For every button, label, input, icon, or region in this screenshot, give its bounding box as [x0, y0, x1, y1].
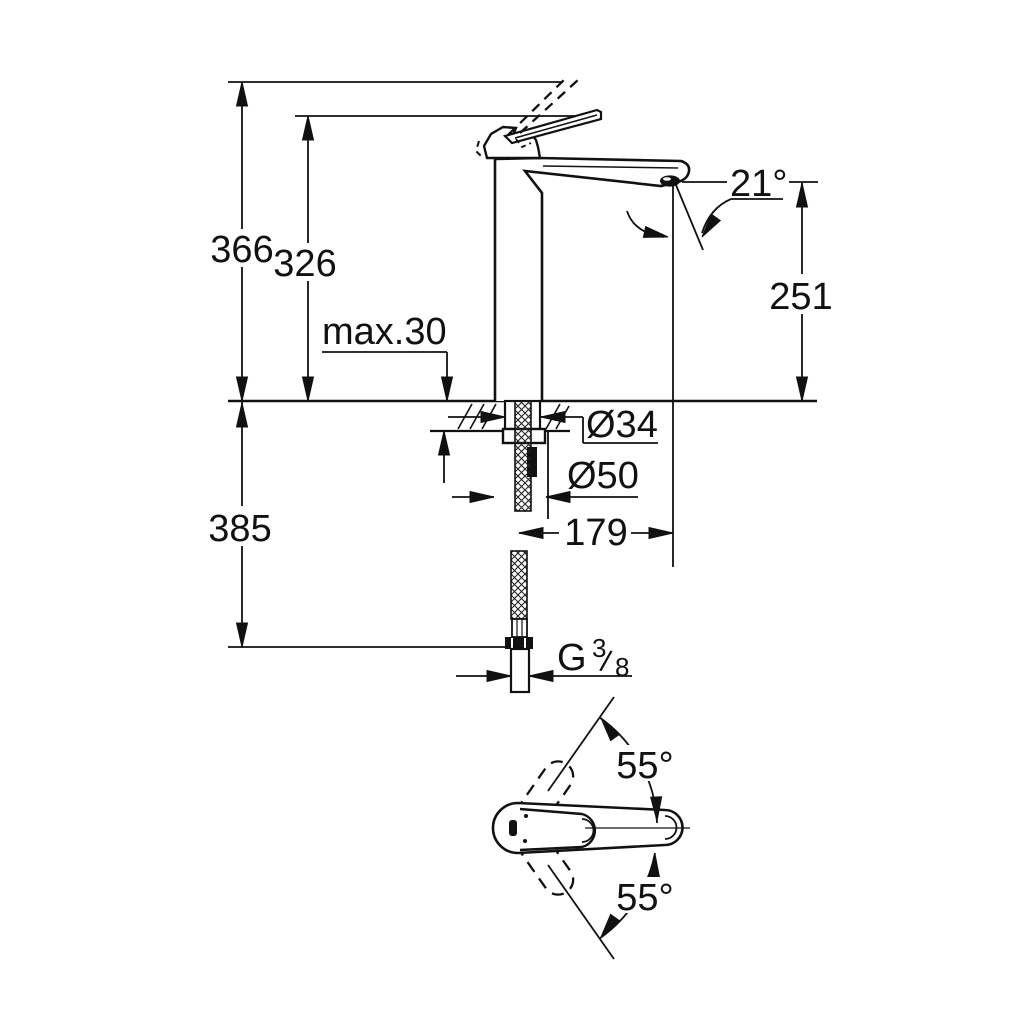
threaded-rod [514, 400, 532, 512]
thread-numerator: 3 [592, 633, 606, 663]
faucet-body [493, 156, 691, 401]
handle-top-outline [519, 807, 597, 852]
connection-pipe [509, 647, 531, 694]
mounting-clip [527, 447, 537, 477]
lever-handle [474, 75, 603, 160]
thread-denominator: 8 [615, 652, 629, 682]
angle-lines [547, 696, 615, 960]
dim-label-swing-up: 55° [616, 745, 673, 787]
dim-label-spout-reach: 179 [564, 512, 627, 554]
dim-label-hole-diameter: Ø50 [567, 455, 639, 497]
mounting-shank-and-hose [501, 399, 547, 694]
top-view [491, 696, 690, 960]
dim-label-shank-diameter: Ø34 [586, 404, 658, 446]
dim-label-deck-thickness: max.30 [322, 311, 447, 353]
hose-nut [505, 637, 533, 649]
front-view [228, 75, 818, 694]
dim-label-lever-height: 326 [273, 243, 336, 285]
handle-indicator [509, 820, 517, 836]
spout-aerator [660, 175, 680, 187]
dim-label-thread: G 3 / 8 [557, 633, 629, 682]
lever-raised-dashed [507, 75, 579, 136]
dim-label-below-deck-length: 385 [208, 508, 271, 550]
label-backgrounds [206, 229, 836, 913]
dim-label-spout-angle: 21° [730, 163, 787, 205]
dimension-labels: 366 326 max.30 385 251 21° Ø34 Ø50 179 G… [208, 163, 832, 919]
dim-label-swing-down: 55° [616, 877, 673, 919]
dim-label-spout-height: 251 [769, 276, 832, 318]
dim-label-overall-height: 366 [210, 229, 273, 271]
thread-letter: G [557, 637, 587, 679]
flex-hose [510, 550, 528, 620]
